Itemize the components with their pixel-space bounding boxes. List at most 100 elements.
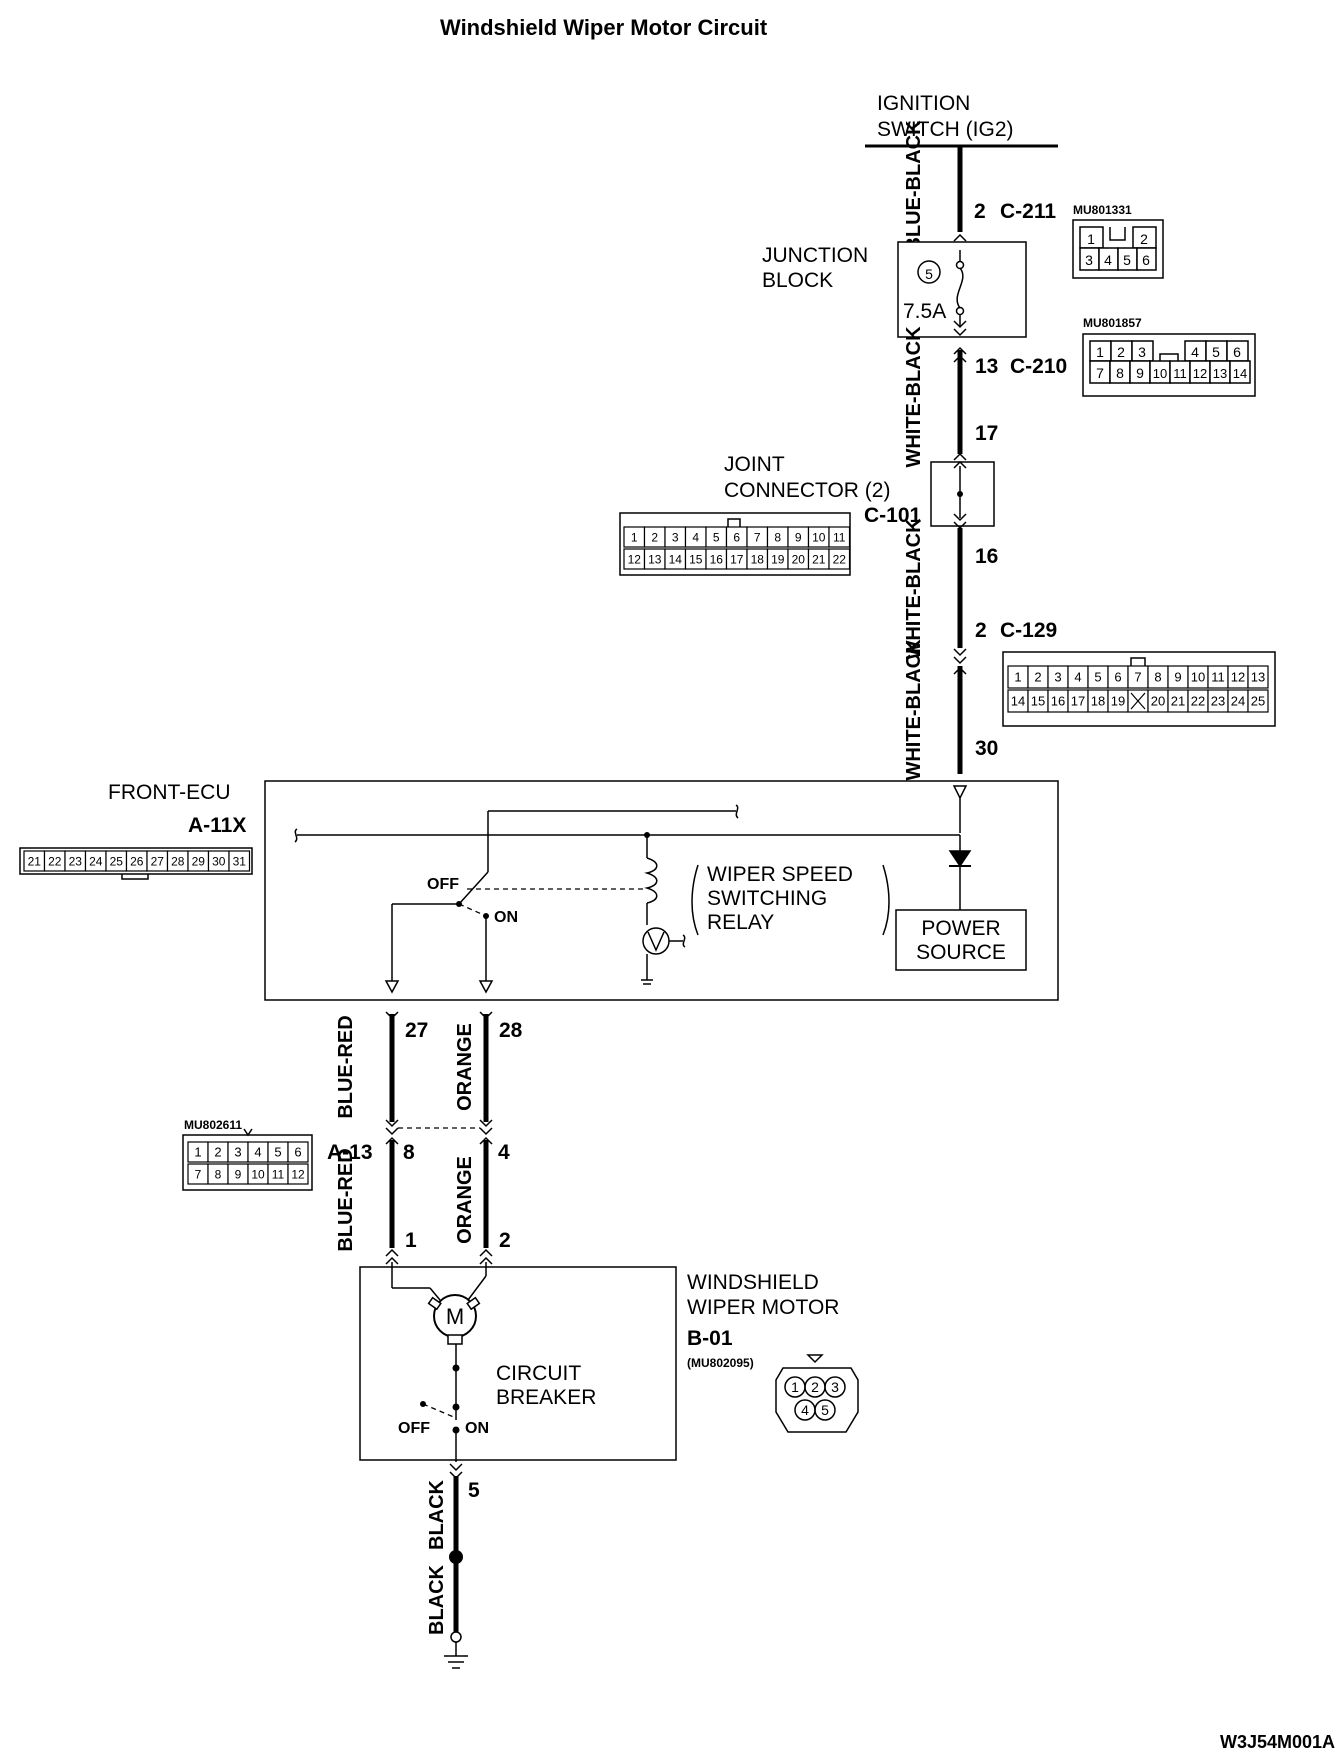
splice-point	[449, 1550, 463, 1564]
ecu-pin-28: 28	[499, 1019, 523, 1042]
joint-connector-label-2: CONNECTOR (2)	[724, 479, 890, 502]
footer-code: W3J54M001A	[1220, 1732, 1335, 1752]
svg-text:13: 13	[1213, 366, 1227, 381]
fuse-icon	[955, 250, 965, 327]
connector-cell-label: 24	[89, 854, 103, 868]
c211-cell: 4	[1104, 252, 1112, 268]
connector-cell-label: 23	[1211, 694, 1225, 709]
connector-cell-label: 1	[1014, 670, 1021, 685]
breaker-on-label: ON	[465, 1420, 489, 1437]
fuse-rating: 7.5A	[903, 300, 946, 323]
connector-cell-label: 10	[251, 1167, 265, 1181]
wire-label-blue-black: BLUE-BLACK	[903, 120, 925, 252]
svg-text:7: 7	[1096, 365, 1104, 381]
connector-cell-label: 2	[1034, 670, 1041, 685]
connector-cell-label: 10	[812, 530, 826, 544]
connector-cell-label: 22	[1191, 694, 1205, 709]
connector-cell-label: 18	[751, 552, 765, 566]
connector-cell-label: 7	[754, 530, 761, 544]
connector-cell	[287, 1141, 309, 1163]
svg-text:4: 4	[1191, 344, 1199, 360]
connector-cell-label: 12	[1231, 670, 1245, 685]
relay-label-2: SWITCHING	[707, 887, 827, 910]
ignition-switch-label-1: IGNITION	[877, 92, 970, 115]
connector-cell-label: 14	[1011, 694, 1025, 709]
connector-cell-label: 8	[1154, 670, 1161, 685]
relay-label-3: RELAY	[707, 911, 774, 934]
connector-cell-label: 4	[692, 530, 699, 544]
connector-cell-label: 18	[1091, 694, 1105, 709]
c129-id: C-129	[1000, 619, 1057, 642]
motor-pin-1: 1	[405, 1229, 417, 1252]
circuit-breaker-label-2: BREAKER	[496, 1386, 596, 1409]
ignition-switch-label-2: SWITCH (IG2)	[877, 118, 1014, 141]
junction-block-box	[897, 241, 1027, 338]
connector-cell-label: 5	[274, 1145, 281, 1160]
front-ecu-name: FRONT-ECU	[108, 781, 231, 804]
c211-id: C-211	[1000, 200, 1056, 223]
junction-block-label-1: JUNCTION	[762, 244, 868, 267]
connector-cell-label: 9	[1174, 670, 1181, 685]
c211-cell: 6	[1142, 252, 1150, 268]
wire-label-white-black-1: WHITE-BLACK	[903, 326, 925, 468]
connector-cell-label: 16	[710, 552, 724, 566]
connector-cell-label: 6	[1114, 670, 1121, 685]
c211-cell: 5	[1123, 252, 1131, 268]
connector-cell-label: 9	[235, 1167, 242, 1181]
wire-label-black-1: BLACK	[426, 1479, 448, 1550]
connector-cell-label: 21	[1171, 694, 1185, 709]
svg-text:6: 6	[1233, 344, 1241, 360]
c211-cell: 3	[1085, 252, 1093, 268]
svg-text:3: 3	[831, 1379, 839, 1395]
svg-text:3: 3	[1138, 344, 1146, 360]
connector-cell-label: 2	[651, 530, 658, 544]
power-source-label-1: POWER	[921, 917, 1000, 940]
svg-text:14: 14	[1233, 366, 1247, 381]
b01-id: B-01	[687, 1327, 733, 1350]
connector-cell-label: 9	[795, 530, 802, 544]
connector-cell-label: 20	[792, 552, 806, 566]
connector-cell-label: 3	[1054, 670, 1061, 685]
fuse-number: 5	[925, 266, 933, 282]
wire-label-blue-red-2: BLUE-RED	[335, 1148, 357, 1251]
connector-cell-label: 11	[1211, 670, 1225, 685]
c210-part: MU801857	[1083, 316, 1142, 330]
svg-text:5: 5	[1212, 344, 1220, 360]
joint-connector-terminals	[953, 453, 967, 529]
c210-id: C-210	[1010, 355, 1067, 378]
c210-connector-face: 1 2 3 4 5 6 7 8 9 10 11 12 13 14	[1082, 333, 1256, 397]
connector-cell-label: 7	[1134, 670, 1141, 685]
connector-cell-label: 2	[214, 1145, 221, 1160]
svg-text:10: 10	[1153, 366, 1167, 381]
c211-part: MU801331	[1073, 203, 1132, 217]
connector-cell-label: 4	[1074, 670, 1081, 685]
connector-cell-label: 31	[233, 854, 247, 868]
svg-text:8: 8	[1116, 365, 1124, 381]
wire-label-white-black-3: WHITE-BLACK	[903, 639, 925, 781]
svg-text:5: 5	[821, 1402, 829, 1418]
c211-cell: 2	[1140, 231, 1148, 247]
c211-pin: 2	[974, 200, 986, 223]
connector-cell-label: 25	[1251, 694, 1265, 709]
connector-cell-label: 17	[1071, 694, 1085, 709]
svg-text:12: 12	[1193, 366, 1207, 381]
diagram-title: Windshield Wiper Motor Circuit	[440, 15, 768, 40]
wire-label-black-2: BLACK	[426, 1564, 448, 1635]
connector-cell-label: 28	[171, 854, 185, 868]
connector-cell-label: 1	[631, 530, 638, 544]
b01-connector-face: 1 2 3 4 5	[775, 1354, 859, 1433]
connector-cell-label: 10	[1191, 670, 1205, 685]
wire-label-orange-1: ORANGE	[454, 1023, 476, 1111]
connector-cell	[1247, 689, 1269, 713]
connector-cell	[287, 1163, 309, 1185]
c210-pin: 13	[975, 355, 998, 378]
a13-connector-mark	[385, 1119, 493, 1145]
junction-block-label-2: BLOCK	[762, 269, 833, 292]
connector-cell-label: 14	[669, 552, 683, 566]
connector-cell-label: 25	[110, 854, 124, 868]
connector-cell-label: 12	[628, 552, 642, 566]
wiper-motor-label-1: WINDSHIELD	[687, 1271, 819, 1294]
empty-cavity-mark	[1130, 692, 1146, 710]
